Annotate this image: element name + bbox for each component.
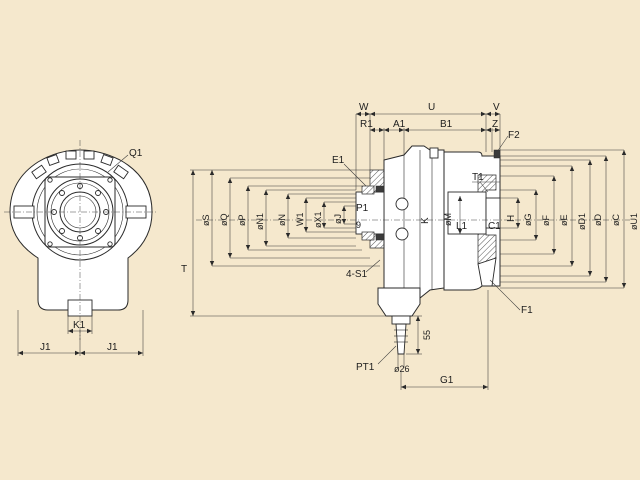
label-j1-left: J1 bbox=[40, 342, 51, 353]
label-4-s1: 4-S1 bbox=[346, 269, 368, 280]
label-c1: C1 bbox=[488, 221, 501, 232]
label-z: Z bbox=[492, 119, 498, 130]
side-flange-tip bbox=[477, 257, 497, 287]
side-fitting-hose bbox=[395, 323, 407, 355]
label-dia-m: øM bbox=[443, 213, 453, 226]
label-f1: F1 bbox=[521, 305, 533, 316]
side-seal-top bbox=[361, 185, 375, 195]
side-port-block bbox=[377, 287, 421, 317]
label-dia-s: øS bbox=[201, 214, 211, 226]
label-e1: E1 bbox=[332, 155, 345, 166]
label-r1: R1 bbox=[360, 119, 373, 130]
label-dia-c: øC bbox=[611, 214, 621, 226]
label-dia-q: øQ bbox=[219, 214, 229, 227]
label-dia-d: øD bbox=[593, 214, 603, 226]
label-dia-n: øN bbox=[277, 214, 287, 226]
side-bolt-2 bbox=[395, 227, 409, 241]
left-diameter-dims: øS øQ øP øN1 øN W1 øX1 øJ bbox=[201, 169, 380, 267]
label-l1: L1 bbox=[456, 221, 468, 232]
label-g1: G1 bbox=[440, 375, 454, 386]
label-dia-j: øJ bbox=[333, 214, 343, 224]
label-dia-n1: øN1 bbox=[255, 213, 265, 230]
label-dia-p: øP bbox=[237, 214, 247, 226]
label-k: K bbox=[420, 217, 431, 224]
front-view: Q1 K1 J1 J1 bbox=[4, 140, 158, 356]
label-f2: F2 bbox=[508, 130, 520, 141]
label-t: T bbox=[181, 264, 187, 275]
label-v: V bbox=[493, 102, 500, 113]
side-top-stud bbox=[429, 147, 439, 159]
side-bore-window bbox=[447, 191, 487, 235]
label-h: H bbox=[506, 215, 517, 222]
label-dia-f: øF bbox=[541, 215, 551, 226]
front-top-lugs bbox=[31, 150, 129, 180]
side-fitting-nut bbox=[391, 315, 411, 325]
label-p1: P1 bbox=[356, 203, 369, 214]
label-dia-g: øG bbox=[523, 214, 533, 227]
label-u: U bbox=[428, 102, 435, 113]
side-bolt-1 bbox=[395, 197, 409, 211]
label-55: 55 bbox=[422, 330, 432, 340]
label-a1: A1 bbox=[393, 119, 406, 130]
label-t1: T1 bbox=[472, 172, 484, 183]
side-shaft bbox=[355, 191, 385, 235]
label-dia-e: øE bbox=[559, 214, 569, 226]
label-dia-x1: øX1 bbox=[313, 211, 323, 228]
side-seal-bottom bbox=[361, 231, 375, 241]
label-pt1: PT1 bbox=[356, 362, 375, 373]
label-w1: W1 bbox=[295, 213, 305, 227]
label-dia-u1: øU1 bbox=[629, 213, 639, 230]
side-bearing-bottom bbox=[375, 233, 385, 241]
label-dia-d1: øD1 bbox=[577, 213, 587, 230]
side-bore-insert bbox=[485, 197, 501, 229]
side-bearing-top bbox=[375, 185, 385, 193]
label-b1: B1 bbox=[440, 119, 453, 130]
right-diameter-dims: øM øG øF øE øD1 øD øC øU1 bbox=[443, 149, 639, 289]
side-top-pin bbox=[493, 149, 501, 159]
label-j1-right: J1 bbox=[107, 342, 118, 353]
label-k1: K1 bbox=[73, 320, 86, 331]
label-nine: 9 bbox=[356, 220, 361, 230]
label-w: W bbox=[359, 102, 369, 113]
label-q1: Q1 bbox=[129, 148, 143, 159]
side-housing bbox=[383, 145, 445, 303]
label-dia-26: ø26 bbox=[394, 364, 410, 374]
side-view: W U V R1 A1 B1 Z F2 bbox=[181, 102, 639, 390]
